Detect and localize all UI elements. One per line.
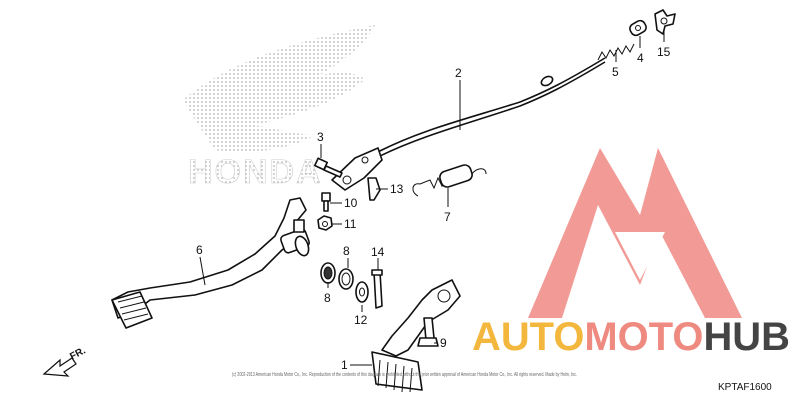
- part-3-bolt: [313, 157, 343, 178]
- part-11-nut: [317, 215, 333, 231]
- part-8-seal-a: [320, 262, 336, 284]
- callout-10: 10: [344, 196, 358, 210]
- arrow-left-icon: [42, 357, 77, 377]
- callout-8-lower: 8: [324, 291, 331, 305]
- part-7-spring: [412, 164, 487, 197]
- callout-5: 5: [612, 65, 619, 79]
- front-label: FR.: [68, 345, 88, 362]
- callout-2: 2: [455, 66, 462, 80]
- watermark-moto: MOTO: [584, 315, 703, 359]
- callout-labels: 1 2 3 4 5 6 7 8 8 9 10 11 12 13 14 15: [196, 45, 671, 372]
- part-1-step: [371, 279, 461, 393]
- part-14-pin: [371, 269, 383, 309]
- part-15-wing-nut: [654, 9, 676, 35]
- watermark-hub: HUB: [703, 315, 790, 359]
- leader-lines: [199, 30, 665, 366]
- honda-wing-logo: HONDA: [183, 25, 375, 191]
- callout-9: 9: [440, 336, 447, 350]
- callout-1: 1: [341, 358, 348, 372]
- part-6-brake-pedal: [111, 197, 310, 329]
- part-2-cable: [377, 57, 606, 158]
- part-10-bolt: [321, 192, 331, 212]
- callout-6: 6: [196, 243, 203, 257]
- watermark-logo: [528, 148, 742, 318]
- part-9-bolt: [417, 317, 439, 347]
- front-indicator: FR.: [42, 345, 88, 377]
- clevis-arm: [331, 147, 383, 191]
- watermark-text: AUTOMOTOHUB: [472, 315, 790, 359]
- part-13-cotter-pin: [367, 177, 381, 201]
- watermark-auto: AUTO: [472, 315, 584, 359]
- callout-11: 11: [344, 217, 357, 231]
- part-12-washer: [355, 281, 369, 303]
- copyright-text: (c) 2002-2013 American Honda Motor Co., …: [232, 372, 577, 378]
- callout-15: 15: [657, 45, 671, 59]
- honda-logo-text: HONDA: [188, 153, 323, 191]
- part-8-seal-b: [338, 268, 354, 290]
- callout-12: 12: [354, 313, 368, 327]
- callout-8-upper: 8: [343, 244, 350, 258]
- callout-3: 3: [317, 130, 324, 144]
- diagram-code: KPTAF1600: [718, 382, 772, 393]
- part-4-joint: [629, 19, 647, 37]
- callout-7: 7: [444, 210, 451, 224]
- callout-13: 13: [390, 182, 404, 196]
- callout-14: 14: [371, 245, 385, 259]
- callout-4: 4: [637, 51, 644, 65]
